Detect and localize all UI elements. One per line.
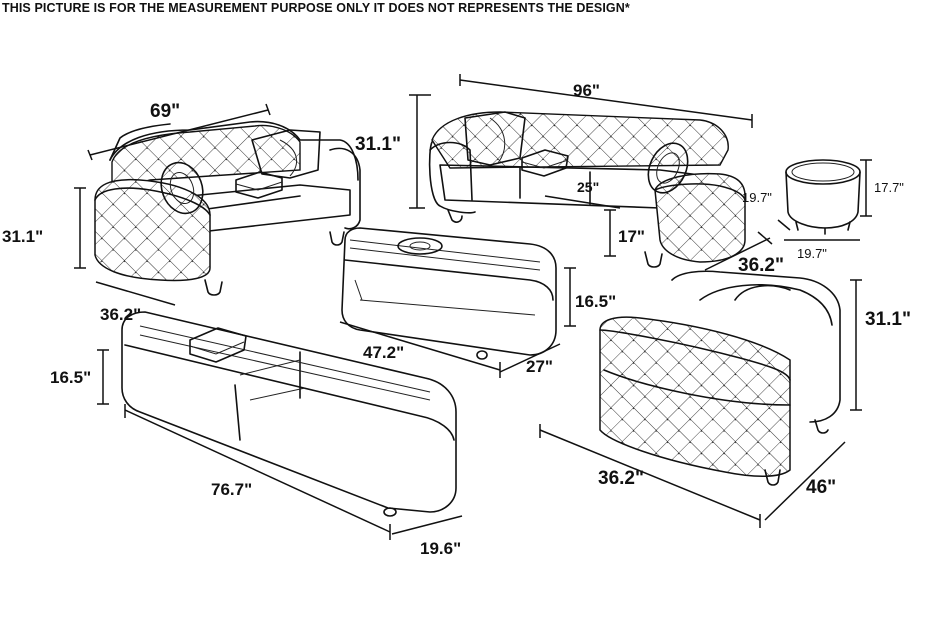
loveseat-width-label: 69" (150, 101, 180, 122)
end-table-width-label: 19.7" (797, 246, 827, 261)
dimension-lines (74, 74, 872, 540)
tv-stand-drawing (121, 311, 457, 517)
tv-stand-depth-label: 19.6" (420, 539, 461, 558)
sofa-width-label: 96" (573, 81, 600, 100)
sofa-seat-depth-label: 25" (577, 179, 599, 195)
disclaimer-text: THIS PICTURE IS FOR THE MEASUREMENT PURP… (2, 1, 630, 15)
end-table-depth-label: 19.7" (742, 190, 772, 205)
end-table-height-label: 17.7" (874, 180, 904, 195)
loveseat-depth-label: 36.2" (100, 305, 141, 324)
sofa-depth-label: 36.2" (738, 255, 784, 276)
coffee-table-drawing (341, 227, 557, 360)
sofa-drawing (428, 111, 746, 268)
coffee-table-depth-label: 27" (526, 357, 553, 376)
end-table-drawing (785, 159, 861, 235)
chair-depth-label: 46" (806, 477, 836, 498)
chair-drawing (599, 270, 841, 486)
sofa-seat-height-label: 17" (618, 227, 645, 246)
tv-stand-length-label: 76.7" (211, 480, 252, 499)
loveseat-drawing (94, 120, 361, 296)
coffee-table-height-label: 16.5" (575, 292, 616, 311)
sofa-height-label: 31.1" (355, 134, 401, 155)
loveseat-height-label: 31.1" (2, 227, 43, 246)
coffee-table-length-label: 47.2" (363, 343, 404, 362)
tv-stand-height-label: 16.5" (50, 368, 91, 387)
chair-width-label: 36.2" (598, 468, 644, 489)
chair-height-label: 31.1" (865, 309, 911, 330)
